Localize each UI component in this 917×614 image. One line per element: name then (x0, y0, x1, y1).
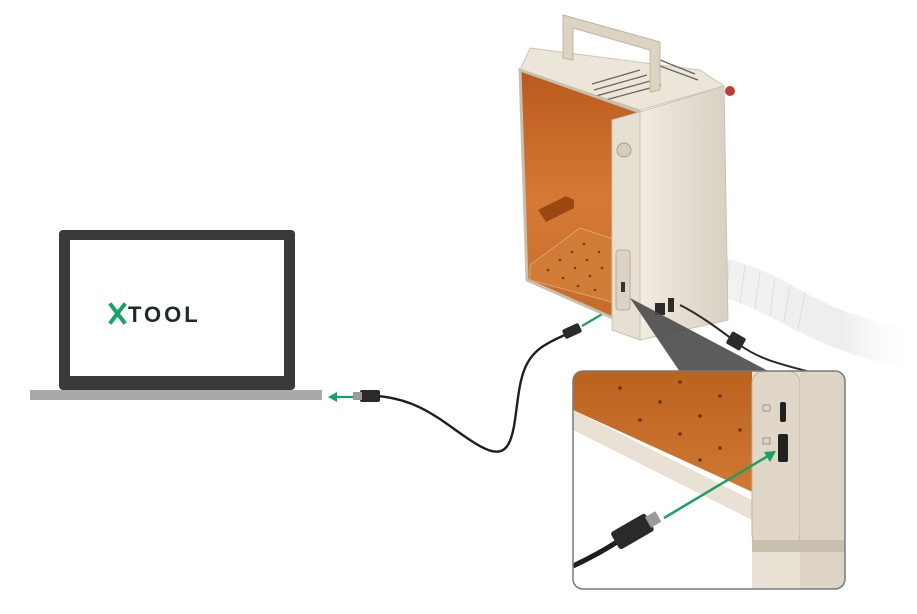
zoom-wedge (630, 298, 770, 372)
xtool-logo: TOOL (108, 302, 201, 327)
zoom-bed-holes (618, 380, 742, 462)
bed-holes (546, 242, 604, 292)
power-switch (655, 303, 665, 315)
usb-port-small (621, 282, 625, 292)
red-knob (725, 86, 735, 96)
laptop-screen (70, 240, 284, 376)
device-top (519, 47, 726, 111)
port-panel (615, 249, 631, 311)
zoom-callout (572, 370, 846, 590)
zoom-arrow-to-port (663, 451, 776, 520)
usb-c-plug (562, 323, 582, 339)
zoom-usb-port (778, 434, 788, 462)
laser-engraver-device (518, 14, 811, 373)
usb-a-plug (353, 390, 380, 402)
zoom-usb-c-port (780, 402, 786, 422)
laptop: TOOL (30, 230, 322, 400)
device-side-panel (639, 85, 729, 341)
usb-cable (353, 323, 582, 453)
xtool-logo-x-mark (108, 302, 127, 325)
xtool-logo-text: TOOL (128, 302, 201, 327)
zoom-usb-plug (611, 511, 662, 550)
device-handle (562, 14, 661, 93)
focus-knob (616, 142, 632, 158)
arrow-to-laptop (328, 392, 354, 402)
laptop-base (30, 390, 322, 400)
